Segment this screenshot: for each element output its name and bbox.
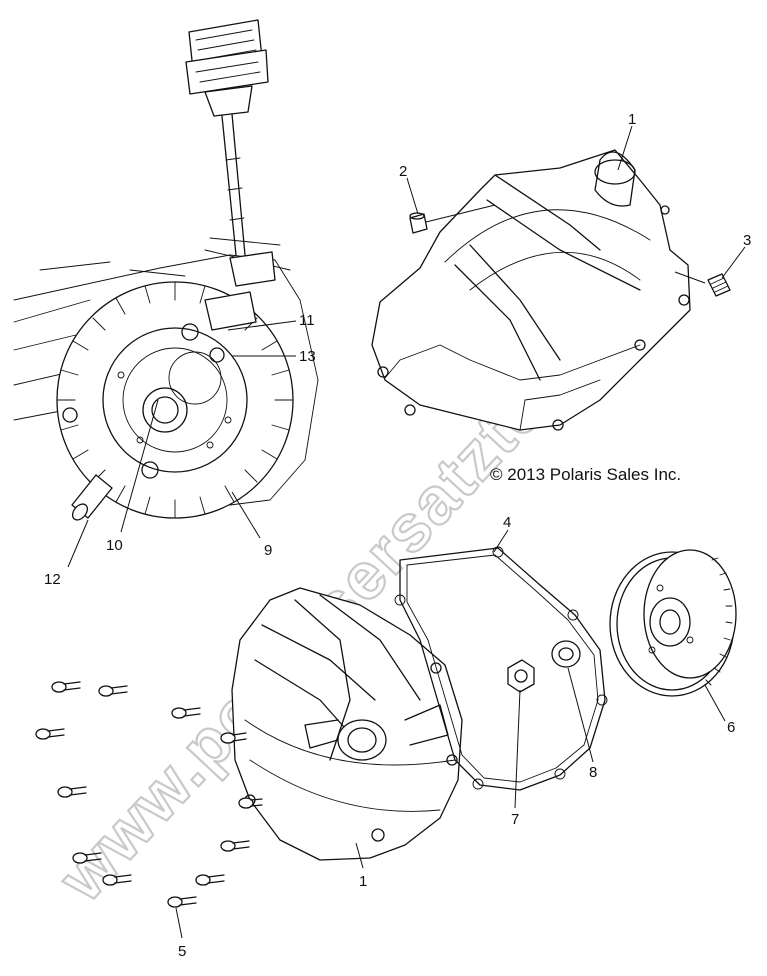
callout-13: 13 [299,348,316,365]
callout-10: 10 [106,537,123,554]
bolt [98,685,128,697]
callout-8: 8 [589,764,597,781]
bolt [57,786,87,798]
gasket [394,546,608,791]
leader-lines [67,125,746,939]
bolt [102,874,132,886]
callout-9: 9 [264,542,272,559]
part-5-bolts [35,681,263,908]
engine-case-outline [13,237,319,506]
callout-labels: 1 2 3 11 13 12 10 9 4 6 8 7 1 5 [44,111,751,960]
bolt [35,728,65,740]
stator [56,251,294,519]
callout-11: 11 [299,312,315,329]
callout-7: 7 [511,811,519,828]
bolt [238,797,263,809]
callout-6: 6 [727,719,735,736]
stator-cover [371,149,691,431]
part-7-nut [507,659,535,693]
bolt [51,681,81,693]
bolt [167,896,197,908]
bolt [220,840,250,852]
callout-1-bottom: 1 [359,873,367,890]
bolt [171,707,201,719]
bolt [72,852,102,864]
part-8-seal [551,640,581,668]
part-2-plug [409,212,428,234]
bolt [220,732,247,744]
callout-4: 4 [503,514,511,531]
callout-2: 2 [399,163,407,180]
callout-5: 5 [178,943,186,960]
copyright-notice: © 2013 Polaris Sales Inc. [490,465,681,484]
wire-connector [185,19,269,256]
callout-12: 12 [44,571,61,588]
clutch-cover [231,587,463,861]
bolt [195,874,225,886]
callout-1-top: 1 [628,111,636,128]
stator-assembly [13,19,319,521]
part-12-dowel [71,474,113,521]
part-6-flywheel [609,549,737,697]
part-3-plug [707,273,731,297]
callout-3: 3 [743,232,751,249]
